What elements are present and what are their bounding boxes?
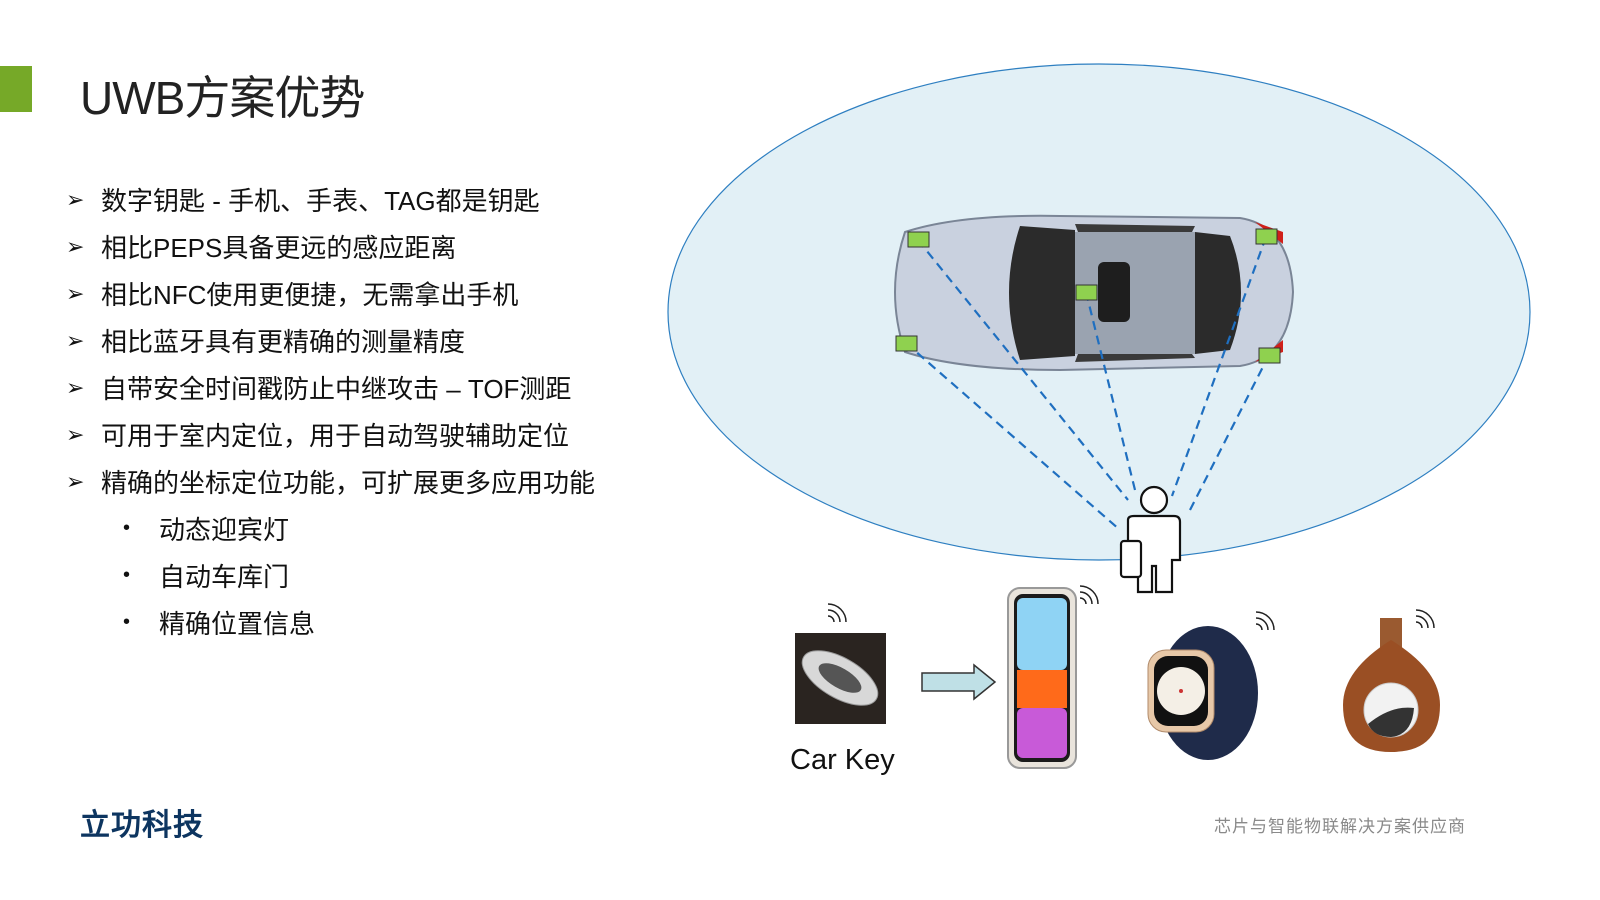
bullet-list: ➢ 数字钥匙 - 手机、手表、TAG都是钥匙 ➢ 相比PEPS具备更远的感应距离 ➢… xyxy=(66,176,595,646)
car-key-image xyxy=(795,633,886,724)
bullet-item: ➢ 数字钥匙 - 手机、手表、TAG都是钥匙 xyxy=(66,176,595,223)
dot-bullet-icon: • xyxy=(123,564,131,586)
bullet-item: ➢ 自带安全时间戳防止中继攻击 – TOF测距 xyxy=(66,364,595,411)
sub-bullet-item: • 自动车库门 xyxy=(66,552,595,599)
person-with-phone-icon xyxy=(1119,485,1182,594)
sub-bullet-text: 自动车库门 xyxy=(159,562,290,592)
arrow-bullet-icon: ➢ xyxy=(66,468,85,494)
sub-bullet-text: 精确位置信息 xyxy=(159,609,316,639)
bullet-item: ➢ 可用于室内定位，用于自动驾驶辅助定位 xyxy=(66,411,595,458)
arrow-bullet-icon: ➢ xyxy=(66,327,85,353)
page-title: UWB方案优势 xyxy=(80,72,365,124)
bullet-text: 可用于室内定位，用于自动驾驶辅助定位 xyxy=(101,421,570,451)
airtag-image xyxy=(1343,618,1440,752)
smartwatch-image xyxy=(1147,626,1258,760)
wireless-signal-icons xyxy=(827,585,1435,631)
bullet-text: 数字钥匙 - 手机、手表、TAG都是钥匙 xyxy=(101,186,540,216)
dot-bullet-icon: • xyxy=(123,611,131,633)
arrow-right-icon xyxy=(921,663,997,701)
company-logo: 立功科技 xyxy=(80,809,204,842)
bullet-item: ➢ 相比蓝牙具有更精确的测量精度 xyxy=(66,317,595,364)
arrow-bullet-icon: ➢ xyxy=(66,374,85,400)
arrow-bullet-icon: ➢ xyxy=(66,421,85,447)
bullet-text: 相比NFC使用更便捷，无需拿出手机 xyxy=(101,280,519,310)
sub-bullet-text: 动态迎宾灯 xyxy=(159,515,290,545)
bullet-item: ➢ 相比NFC使用更便捷，无需拿出手机 xyxy=(66,270,595,317)
bullet-text: 相比PEPS具备更远的感应距离 xyxy=(101,233,457,263)
bullet-text: 精确的坐标定位功能，可扩展更多应用功能 xyxy=(101,468,596,498)
title-accent-bar xyxy=(0,66,32,112)
bullet-item: ➢ 相比PEPS具备更远的感应距离 xyxy=(66,223,595,270)
car-key-label: Car Key xyxy=(790,744,895,776)
dashed-ranging-lines xyxy=(905,236,1270,531)
sub-bullet-item: • 精确位置信息 xyxy=(66,599,595,646)
smartphone-image xyxy=(1007,587,1077,769)
bullet-text: 相比蓝牙具有更精确的测量精度 xyxy=(101,327,466,357)
arrow-bullet-icon: ➢ xyxy=(66,280,85,306)
arrow-bullet-icon: ➢ xyxy=(66,233,85,259)
uwb-anchor-sensors xyxy=(895,228,1281,364)
dot-bullet-icon: • xyxy=(123,517,131,539)
bullet-item: ➢ 精确的坐标定位功能，可扩展更多应用功能 xyxy=(66,458,595,505)
footer-slogan: 芯片与智能物联解决方案供应商 xyxy=(1214,817,1466,836)
arrow-bullet-icon: ➢ xyxy=(66,186,85,212)
bullet-text: 自带安全时间戳防止中继攻击 – TOF测距 xyxy=(101,374,572,404)
sub-bullet-item: • 动态迎宾灯 xyxy=(66,505,595,552)
